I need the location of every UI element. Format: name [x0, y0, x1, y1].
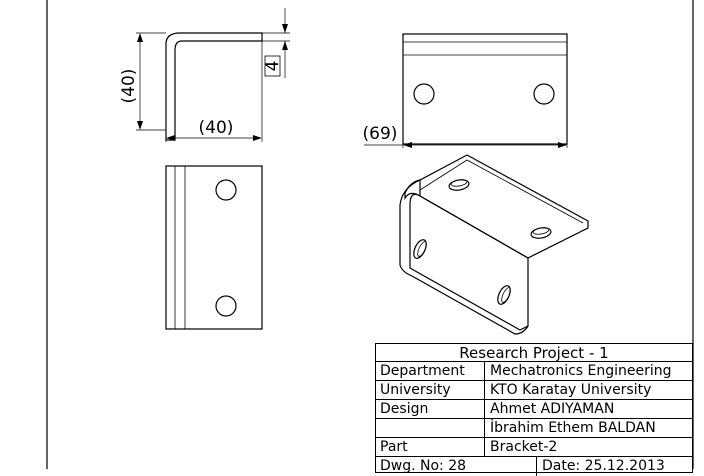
bottom-view — [165, 165, 263, 330]
title-value: İbrahim Ethem BALDAN — [490, 420, 656, 436]
title-key: University — [380, 382, 451, 398]
title-row-university: University KTO Karatay University — [376, 381, 692, 400]
title-value: Mechatronics Engineering — [490, 363, 672, 379]
title-row-dwg: Dwg. No: 28 Date: 25.12.2013 — [376, 457, 692, 476]
side-height-dimension: (40) — [119, 69, 139, 104]
bottom-hole-bottom — [215, 295, 237, 317]
title-value: Bracket-2 — [490, 439, 558, 455]
title-row-department: Department Mechatronics Engineering — [376, 362, 692, 381]
front-view: (69) — [363, 33, 568, 148]
side-view: (40) (40) 4 — [119, 8, 290, 142]
front-hole-left — [413, 83, 435, 105]
title-key: Department — [380, 363, 465, 379]
iso-hole-side-right — [497, 285, 511, 305]
front-hole-right — [533, 83, 555, 105]
title-key: Design — [380, 401, 429, 417]
title-value: KTO Karatay University — [490, 382, 652, 398]
side-thickness-dimension: 4 — [263, 61, 283, 72]
title-key: Part — [380, 439, 408, 455]
front-depth-dimension: (69) — [363, 124, 398, 144]
bottom-hole-top — [215, 179, 237, 201]
title-block-title: Research Project - 1 — [376, 344, 692, 362]
title-row-design: Design Ahmet ADIYAMAN — [376, 400, 692, 419]
title-value: Ahmet ADIYAMAN — [490, 401, 615, 417]
title-row-part: Part Bracket-2 — [376, 438, 692, 457]
isometric-view — [399, 154, 589, 335]
dwg-number: Dwg. No: 28 — [380, 458, 467, 474]
title-row-design-2: İbrahim Ethem BALDAN — [376, 419, 692, 438]
iso-hole-side-left — [413, 239, 427, 259]
drawing-date: Date: 25.12.2013 — [542, 458, 665, 474]
side-width-dimension: (40) — [199, 118, 234, 138]
title-block: Research Project - 1 Department Mechatro… — [375, 343, 693, 476]
